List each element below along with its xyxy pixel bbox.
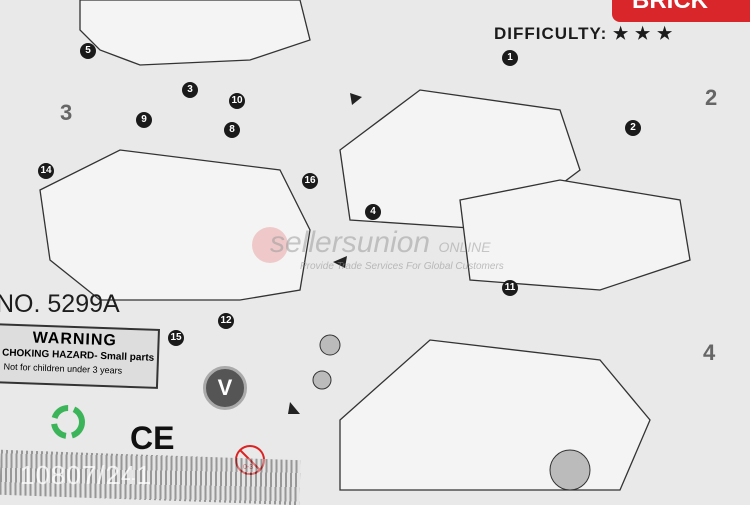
banner-text: BRICK <box>632 0 708 14</box>
warning-label: WARNING CHOKING HAZARD- Small parts Not … <box>0 323 160 389</box>
watermark-suffix: ONLINE <box>438 239 491 255</box>
part-number: 3 <box>182 82 198 98</box>
watermark-logo <box>252 227 288 263</box>
part-number: 5 <box>80 43 96 59</box>
part-number: 1 <box>502 50 518 66</box>
arrow-icon <box>288 402 300 414</box>
no-under-3-icon <box>235 445 265 475</box>
warning-line-2: Not for children under 3 years <box>3 361 123 376</box>
difficulty-stars: ★ ★ ★ <box>613 24 674 43</box>
difficulty-rating: DIFFICULTY: ★ ★ ★ <box>494 24 673 44</box>
step-4-label: 4 <box>703 340 716 365</box>
part-number: 2 <box>625 120 641 136</box>
age-mark-text: 0-3 <box>243 464 254 471</box>
part-number: 8 <box>224 122 240 138</box>
watermark-brand: sellersunion ONLINE <box>270 226 491 264</box>
part-number: 10 <box>229 93 245 109</box>
ce-mark: CE <box>130 420 175 456</box>
part-number: 14 <box>38 163 54 179</box>
part-number: 16 <box>302 173 318 189</box>
difficulty-label: DIFFICULTY: <box>494 24 608 43</box>
v-badge: V <box>203 366 247 410</box>
watermark-tagline: Provide Trade Services For Global Custom… <box>300 261 504 272</box>
brand-banner: BRICK <box>612 0 750 22</box>
model-number: NO. 5299A <box>0 290 120 318</box>
part-number: 9 <box>136 112 152 128</box>
warning-title: WARNING <box>32 329 118 350</box>
part-number: 4 <box>365 204 381 220</box>
bottom-code: 10807/241 <box>20 460 152 490</box>
watermark-brand-text: sellersunion <box>270 226 431 259</box>
step-2-label: 2 <box>705 85 718 110</box>
part-number: 11 <box>502 280 518 296</box>
arrow-icon <box>333 256 347 268</box>
step-3-label: 3 <box>60 100 73 125</box>
part-number: 15 <box>168 330 184 346</box>
recycle-icon <box>51 405 85 439</box>
part-number: 12 <box>218 313 234 329</box>
arrow-icon <box>350 93 362 105</box>
